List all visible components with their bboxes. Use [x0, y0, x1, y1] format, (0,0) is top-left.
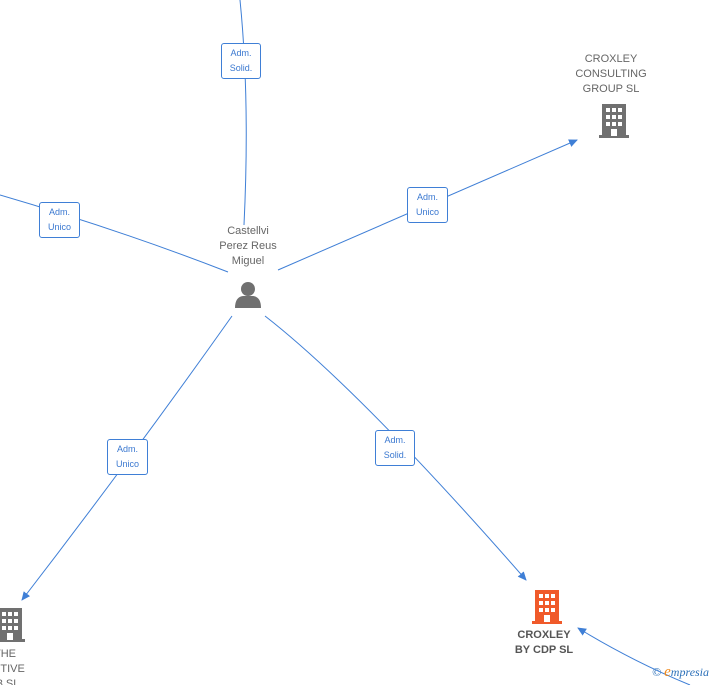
- building-icon[interactable]: [598, 104, 630, 138]
- edge-label-bottom-left: Adm. Unico: [107, 439, 148, 475]
- watermark-initial: e: [664, 664, 671, 680]
- company-label-croxley-cdp[interactable]: CROXLEY BY CDP SL: [514, 629, 574, 656]
- building-icon[interactable]: [0, 608, 26, 642]
- edge-cdp: [264, 315, 527, 581]
- edge-label-left: Adm. Unico: [39, 202, 80, 238]
- edge-label-consulting: Adm. Unico: [407, 187, 448, 223]
- person-label[interactable]: Castellvi Perez Reus Miguel: [219, 225, 277, 267]
- edge-left: [0, 194, 229, 273]
- edge-label-cdp: Adm. Solid.: [375, 430, 415, 466]
- edge-label-top: Adm. Solid.: [221, 43, 261, 79]
- company-label-croxley-consulting[interactable]: CROXLEY CONSULTING GROUP SL: [575, 53, 647, 95]
- empresia-watermark: © empresia: [652, 664, 709, 681]
- building-icon[interactable]: [531, 590, 563, 624]
- edge-incoming-cdp: [577, 627, 691, 685]
- person-icon[interactable]: [233, 280, 263, 310]
- edge-top: [239, 0, 247, 226]
- company-label-bottom-left[interactable]: THE ECTIVE 13 SL: [0, 648, 25, 685]
- copyright-symbol: ©: [652, 665, 662, 679]
- watermark-text: mpresia: [670, 665, 710, 679]
